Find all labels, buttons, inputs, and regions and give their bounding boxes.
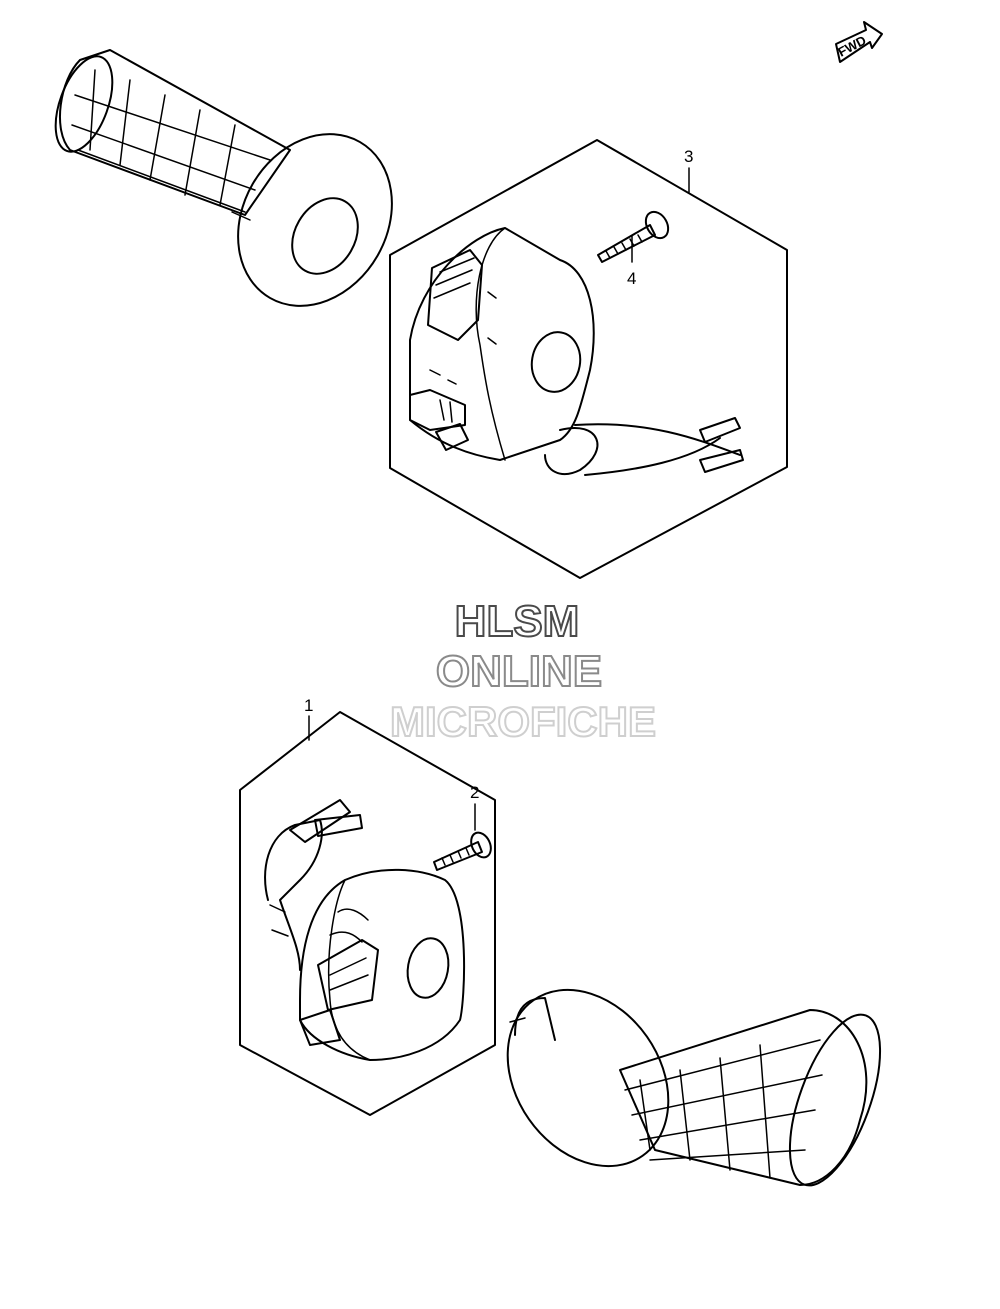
callout-4-label: 4	[627, 269, 636, 288]
callout-1: 1	[304, 696, 313, 741]
watermark-line-1: HLSM	[455, 597, 580, 646]
left-grip	[54, 49, 393, 307]
callout-4: 4	[627, 235, 636, 288]
watermark: HLSM ONLINE MICROFICHE	[389, 596, 657, 746]
watermark-line-2: ONLINE	[436, 647, 602, 696]
fwd-arrow-icon: FWD	[835, 21, 883, 63]
kit-frame-1	[239, 711, 496, 1116]
handlebar-switch-lower	[264, 799, 466, 1061]
handlebar-switch-upper	[409, 227, 744, 476]
callout-2: 2	[470, 783, 479, 831]
callout-1-label: 1	[304, 696, 313, 715]
callout-2-label: 2	[470, 783, 479, 802]
screw-icon	[597, 210, 670, 263]
screw-icon	[433, 831, 492, 871]
callout-3: 3	[684, 147, 693, 193]
callout-3-label: 3	[684, 147, 693, 166]
right-grip	[506, 988, 882, 1187]
watermark-line-3: MICROFICHE	[390, 698, 656, 745]
kit-frame-3	[389, 139, 788, 579]
fwd-label: FWD	[835, 33, 868, 60]
